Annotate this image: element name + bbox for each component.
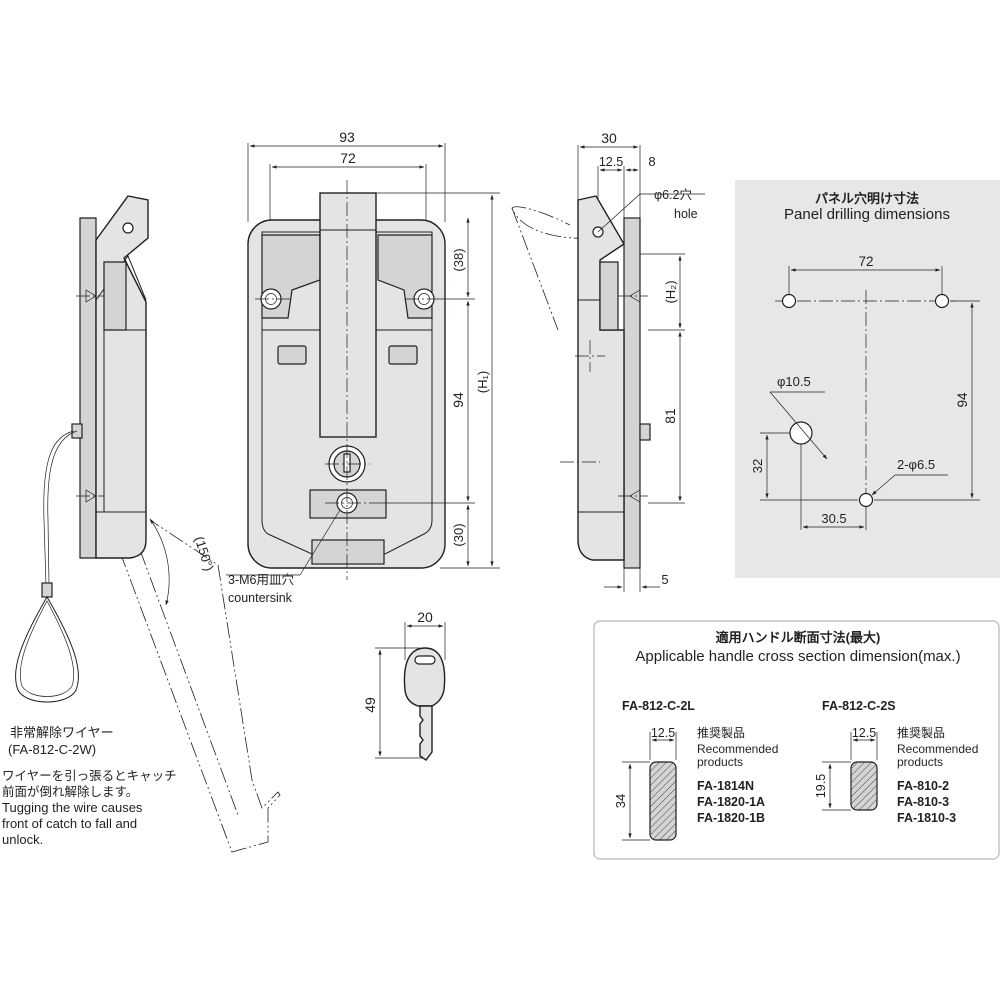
countersink-label-jp: 3-M6用皿穴 — [228, 572, 294, 587]
phantom-open-catch-inner — [139, 549, 239, 816]
panel-drilling-box: パネル穴明け寸法 Panel drilling dimensions 72 94… — [735, 180, 1000, 578]
wire-desc-jp-1: ワイヤーを引っ張るとキャッチ — [2, 769, 177, 783]
handle-right-rec-jp: 推奨製品 — [897, 726, 945, 740]
dim-49: 49 — [362, 697, 378, 713]
dim-94: 94 — [450, 392, 466, 408]
handle-left-width: 12.5 — [651, 726, 675, 740]
release-wire — [43, 430, 75, 586]
dim-93: 93 — [339, 129, 355, 145]
panel-dim-32: 32 — [750, 459, 765, 473]
panel-title-jp: パネル穴明け寸法 — [815, 191, 919, 206]
panel-hole-bottom — [858, 492, 874, 508]
handle-left-model: FA-812-C-2L — [622, 699, 695, 713]
panel-hole-top-right — [934, 293, 950, 309]
handle-right-rec-en-2: products — [897, 755, 943, 769]
handle-right-product-2: FA-810-3 — [897, 795, 949, 809]
front-view: 93 72 — [226, 129, 500, 605]
panel-phi-6-5: 2-φ6.5 — [897, 457, 935, 472]
dim-81: 81 — [662, 408, 678, 424]
countersink-label-en: countersink — [228, 591, 293, 605]
panel-phi-10-5: φ10.5 — [777, 374, 811, 389]
left-side-view: (150°) — [15, 195, 281, 853]
handle-right-product-3: FA-1810-3 — [897, 811, 956, 825]
panel-dim-94: 94 — [955, 392, 970, 408]
handle-title-en: Applicable handle cross section dimensio… — [635, 648, 960, 665]
handle-left-product-3: FA-1820-1B — [697, 811, 765, 825]
panel-hole-top-left — [781, 293, 797, 309]
handle-left-rec-en-1: Recommended — [697, 742, 778, 756]
dim-30: 30 — [601, 130, 617, 146]
hole-label-jp: φ6.2穴 — [654, 187, 692, 202]
panel-dim-30-5: 30.5 — [821, 511, 846, 526]
panel-dim-72: 72 — [858, 254, 873, 269]
handle-left-rec-jp: 推奨製品 — [697, 726, 745, 740]
dim-h1: (H₁) — [475, 371, 490, 393]
dim-20: 20 — [417, 609, 433, 625]
dim-8: 8 — [648, 154, 655, 169]
panel-hole-key — [789, 421, 813, 445]
wire-desc-jp-2: 前面が倒れ解除します。 — [2, 784, 138, 799]
right-body — [577, 195, 625, 561]
hole-label-en: hole — [674, 207, 698, 221]
key-drawing: 20 49 — [362, 609, 446, 761]
dim-38: (38) — [451, 248, 466, 271]
left-plate — [79, 217, 97, 559]
handle-left-rec-en-2: products — [697, 755, 743, 769]
wire-desc-en-2: front of catch to fall and — [2, 816, 137, 831]
right-plate — [623, 217, 641, 569]
handle-left-product-1: FA-1814N — [697, 779, 754, 793]
handle-title-jp: 適用ハンドル断面寸法(最大) — [716, 630, 881, 645]
wire-note: 非常解除ワイヤー (FA-812-C-2W) ワイヤーを引っ張るとキャッチ 前面… — [2, 725, 177, 847]
handle-right-height: 19.5 — [814, 774, 828, 798]
handle-right-product-1: FA-810-2 — [897, 779, 949, 793]
angle-label: (150°) — [192, 534, 217, 572]
phantom-open-catch — [119, 519, 281, 853]
wire-desc-en-3: unlock. — [2, 832, 43, 847]
right-side-view: 30 12.5 8 φ6.2穴 hole — [511, 130, 705, 592]
dim-5: 5 — [661, 572, 668, 587]
handle-right-section — [850, 761, 878, 811]
catch-lever — [319, 192, 377, 438]
dim-72: 72 — [340, 150, 356, 166]
handle-right-rec-en-1: Recommended — [897, 742, 978, 756]
handle-right-model: FA-812-C-2S — [822, 699, 896, 713]
wire-desc-en-1: Tugging the wire causes — [2, 800, 143, 815]
key-blade — [419, 705, 433, 761]
handle-left-product-2: FA-1820-1A — [697, 795, 765, 809]
panel-title-en: Panel drilling dimensions — [784, 206, 950, 223]
handle-right-width: 12.5 — [852, 726, 876, 740]
handle-left-section — [649, 761, 677, 841]
handle-left-height: 34 — [613, 794, 628, 808]
wire-loop — [15, 596, 79, 703]
dim-12-5: 12.5 — [599, 155, 623, 169]
wire-title-jp: 非常解除ワイヤー — [10, 725, 114, 740]
dim-h2: (H₂) — [663, 280, 678, 303]
handle-section-box: 適用ハンドル断面寸法(最大) Applicable handle cross s… — [593, 620, 1000, 860]
wire-model: (FA-812-C-2W) — [8, 742, 96, 757]
dim-30-bottom: (30) — [451, 523, 466, 546]
